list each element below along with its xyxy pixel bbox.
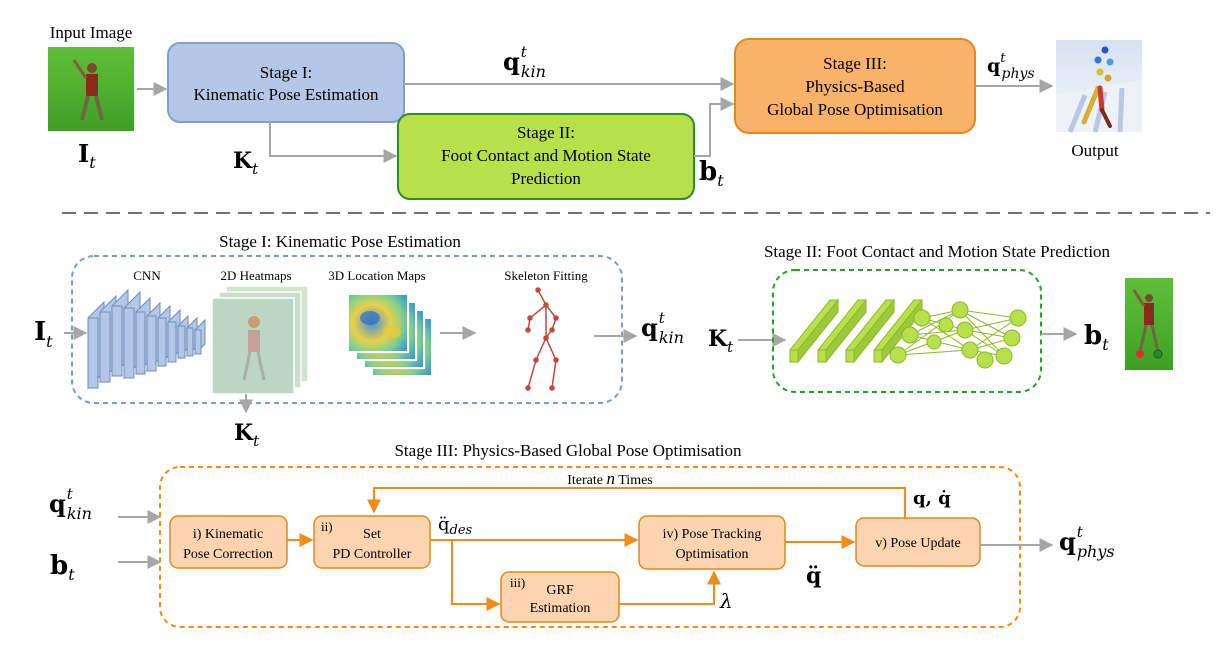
skeleton-label: Skeleton Fitting <box>504 268 588 283</box>
arrow-box3-to-box4 <box>619 570 721 605</box>
middle-k-label: Kt <box>708 326 734 356</box>
stage3-dashed-frame <box>159 466 1021 628</box>
box1-line1: i) Kinematic <box>193 527 263 542</box>
set-pd-controller-box <box>313 515 431 569</box>
stage1-box <box>167 42 405 123</box>
iterate-label: Iterate n Times <box>567 469 653 488</box>
box3-num: iii) <box>510 575 525 590</box>
arrow-box2-to-box3 <box>451 540 501 611</box>
lambda-label: λ <box>719 589 733 613</box>
pose-update-box <box>855 517 981 567</box>
arrow-iterate-loop <box>367 487 906 518</box>
stage3-box-line2: Physics-Based <box>805 77 905 96</box>
box3-line1: GRF <box>546 583 573 598</box>
arrow-stage1-to-stage2 <box>269 122 398 163</box>
stage2-network-graphic <box>788 298 1027 369</box>
output-render-image <box>1056 40 1142 133</box>
locmaps-graphic <box>347 293 433 377</box>
kinematic-pose-correction-box <box>169 515 288 569</box>
box5-label: v) Pose Update <box>875 536 961 551</box>
heatmaps-graphic <box>211 285 309 395</box>
box3-line2: Estimation <box>530 601 591 616</box>
stage1-dashed-frame <box>71 255 623 404</box>
cnn-label: CNN <box>133 268 161 283</box>
stage1-box-line2: Kinematic Pose Estimation <box>193 85 379 104</box>
box4-line2: Optimisation <box>675 547 748 562</box>
box2-line1: Set <box>363 527 381 542</box>
arrow-stage2-to-stage3 <box>694 97 735 157</box>
box2-num: ii) <box>321 519 333 534</box>
q-qdot-label: q, q̇ <box>913 488 951 509</box>
box2-line2: PD Controller <box>333 547 412 562</box>
box4-line1: iv) Pose Tracking <box>663 527 762 542</box>
top-k-label: Kt <box>233 148 259 178</box>
input-image-caption: Input Image <box>50 23 133 42</box>
stage3-section-title: Stage III: Physics-Based Global Pose Opt… <box>394 441 742 460</box>
stage2-box-line1: Stage II: <box>517 123 575 142</box>
stage2-box-line3: Prediction <box>511 169 581 188</box>
cnn-layers-graphic <box>87 288 206 390</box>
box1-line2: Pose Correction <box>183 547 273 562</box>
stage1-box-line1: Stage I: <box>260 63 312 82</box>
qdd-label: q̈ <box>806 563 821 589</box>
output-caption: Output <box>1071 141 1119 160</box>
stage2-box-line2: Foot Contact and Motion State <box>441 146 651 165</box>
heatmaps-label: 2D Heatmaps <box>220 268 291 283</box>
input-image-symbol: It <box>78 139 96 172</box>
stage3-box-line1: Stage III: <box>823 54 887 73</box>
skeleton-graphic <box>525 287 559 391</box>
stage2-section-title: Stage II: Foot Contact and Motion State … <box>764 242 1111 261</box>
bottom-b-label: bt <box>50 551 75 584</box>
qdd-des-label: q̈des <box>438 514 473 538</box>
locmaps-label: 3D Location Maps <box>328 268 425 283</box>
stage1-section-title: Stage I: Kinematic Pose Estimation <box>219 232 461 251</box>
top-b-label: bt <box>699 157 724 190</box>
foot-contact-image <box>1125 278 1173 370</box>
middle-k-below-label: Kt <box>234 420 260 450</box>
middle-i-label: It <box>34 317 53 351</box>
grf-estimation-box <box>500 571 620 623</box>
input-image <box>48 47 134 131</box>
stage3-box-line3: Global Pose Optimisation <box>767 100 943 119</box>
stage2-dashed-frame <box>772 269 1042 393</box>
middle-b-label: bt <box>1084 321 1109 354</box>
